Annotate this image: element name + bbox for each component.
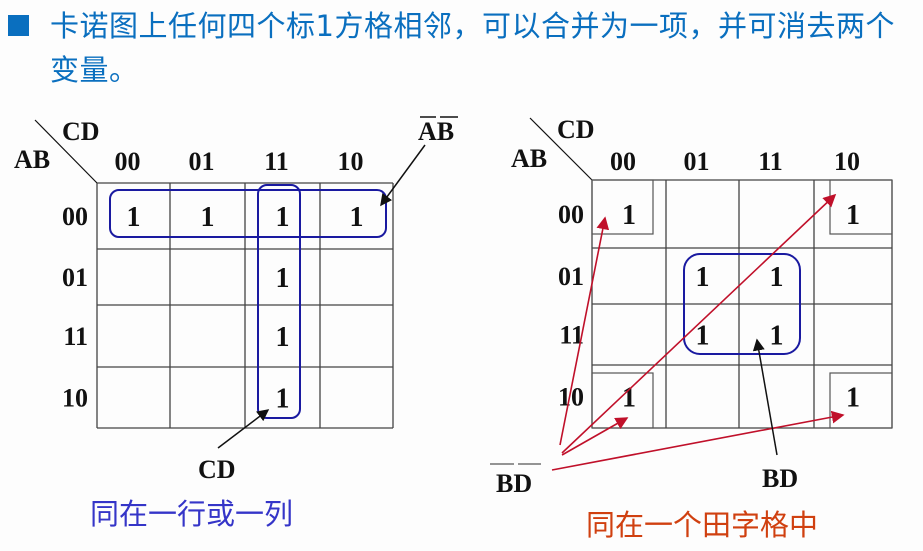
bd-bar-label: BD [496,469,532,498]
row-header: 10 [62,384,88,413]
row-variable-label: AB [511,144,547,173]
map-cell: 1 [846,383,860,414]
row-header: 00 [558,200,584,229]
row-header: 11 [63,322,88,351]
row-variable-label: AB [14,145,50,174]
col-header: 11 [264,147,289,176]
map-cell: 1 [622,200,636,231]
right-caption: 同在一个田字格中 [586,508,818,542]
col-header: 00 [115,147,141,176]
map-cell: 1 [696,321,710,352]
arrow-ab [380,144,426,207]
center-loop [683,253,801,355]
col-header: 11 [758,147,783,176]
map-cell: 1 [622,383,636,414]
row-loop [109,189,387,238]
corner-diagonal [529,117,593,181]
col-header: 10 [338,147,364,176]
map-cell: 1 [276,384,290,415]
col-header: 10 [834,147,860,176]
map-cell: 1 [276,322,290,353]
column-loop [257,184,301,419]
col-variable-label: CD [62,117,100,146]
square-bullet-icon [8,15,29,36]
corner-diagonal [34,119,98,184]
col-header: 01 [189,147,215,176]
cd-label: CD [198,455,236,484]
map-cell: 1 [201,202,215,233]
arrow-bd [752,338,778,456]
map-cell: 1 [846,200,860,231]
col-header: 00 [610,147,636,176]
map-cell: 1 [350,202,364,233]
red-arrows [551,193,845,471]
row-header: 00 [62,202,88,231]
overbar-bd-label: BD [490,463,541,498]
map-cell: 1 [127,202,141,233]
map-cell: 1 [276,202,290,233]
map-cell: 1 [770,262,784,293]
slide-title: 卡诺图上任何四个标1方格相邻，可以合并为一项，并可消去两个变量。 [50,9,895,87]
overbar-ab-label: AB [418,116,458,146]
arrow-cd [217,409,270,449]
row-header: 01 [558,262,584,291]
ab-bar-label: AB [418,117,454,146]
map-cell: 1 [696,262,710,293]
map-cell: 1 [770,321,784,352]
col-header: 01 [684,147,710,176]
col-variable-label: CD [557,115,595,144]
row-header: 01 [62,263,88,292]
map-cell: 1 [276,263,290,294]
left-caption: 同在一行或一列 [90,497,293,531]
bd-label: BD [762,464,798,493]
